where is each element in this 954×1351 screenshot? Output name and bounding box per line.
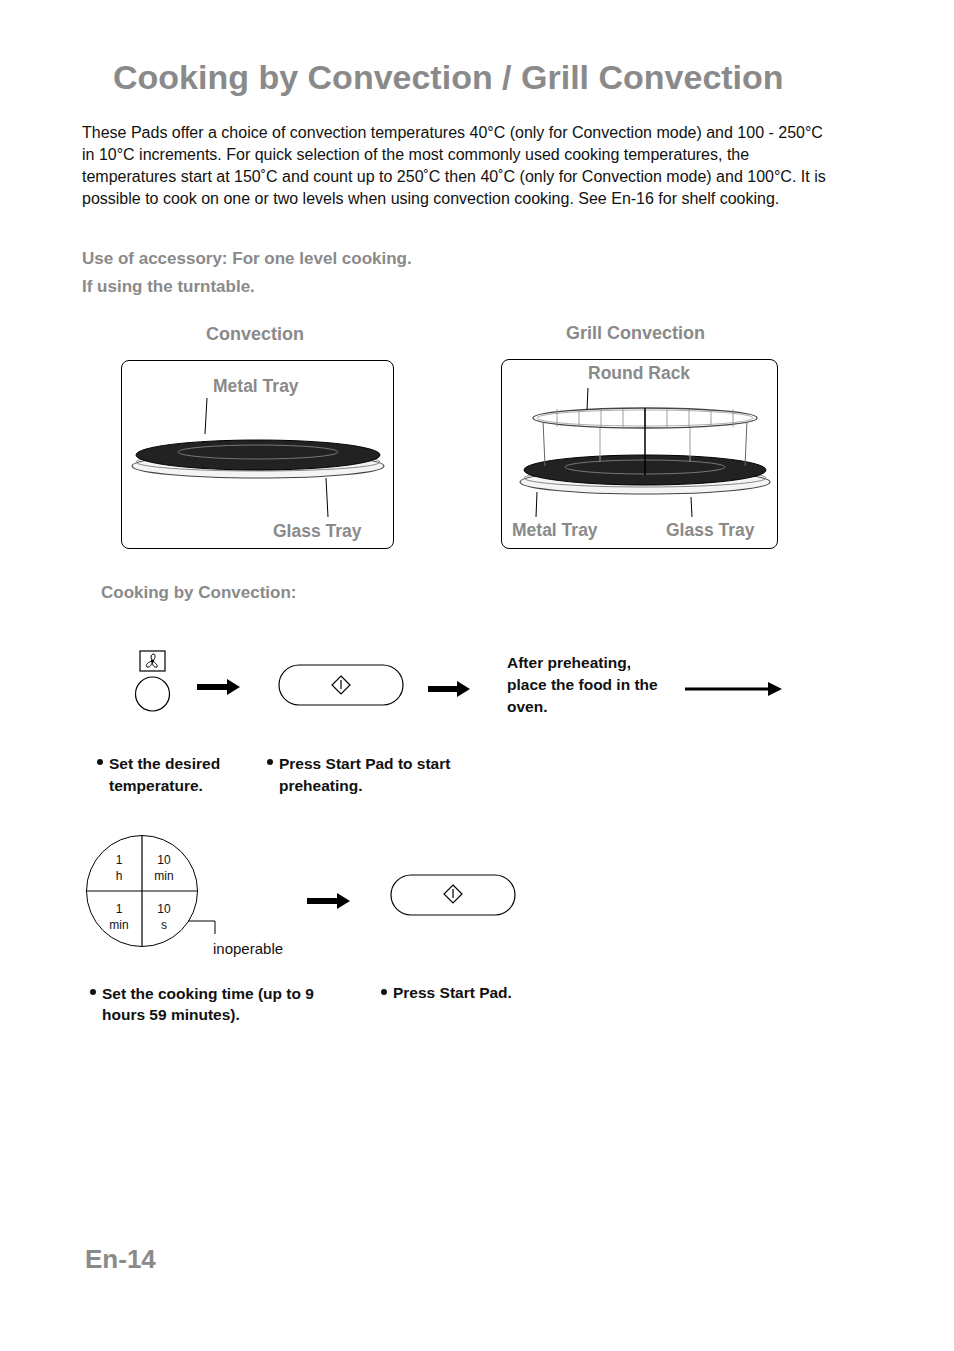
- part-name: Round Rack: [588, 362, 690, 385]
- time-dial: 1 h 10 min 1 min 10 s: [86, 835, 198, 947]
- dial-segment-label: 1 min: [109, 901, 128, 933]
- rack-bar: [711, 409, 712, 427]
- convection-pad: [136, 651, 170, 711]
- rack-bar: [557, 409, 558, 427]
- step-instruction: Press Start Pad to start preheating.: [279, 753, 454, 797]
- start-pad: [391, 875, 515, 915]
- step-instruction: Set the desired temperature.: [109, 753, 254, 797]
- panel-heading: Grill Convection: [566, 322, 705, 344]
- intro-paragraph: These Pads offer a choice of convection …: [82, 122, 834, 210]
- section-heading: Cooking by Convection:: [101, 582, 297, 604]
- callout-label: inoperable: [213, 939, 283, 959]
- dial-segment-label: 1 h: [116, 852, 123, 884]
- part-name: Glass Tray: [666, 519, 755, 542]
- section-note: Use of accessory: For one level cooking.: [82, 248, 412, 270]
- dial-segment-label: 10 min: [154, 852, 173, 884]
- rack-bar: [733, 409, 734, 427]
- panel-heading: Convection: [206, 323, 304, 345]
- step-instruction: Press Start Pad.: [393, 983, 512, 1003]
- rack-bar: [689, 409, 690, 427]
- step-note: After preheating, place the food in the …: [507, 652, 672, 718]
- step-instruction: Set the cooking time (up to 9 hours 59 m…: [102, 983, 327, 1025]
- dial-segment-label: 10 s: [157, 901, 170, 933]
- grill-convection-trays: [520, 388, 770, 517]
- section-note: If using the turntable.: [82, 276, 255, 298]
- rack-bar: [667, 409, 668, 427]
- rack-bar: [601, 409, 602, 427]
- rack-bar: [579, 409, 580, 427]
- rack-bar: [623, 409, 624, 427]
- accessory-panel: Convection: [121, 360, 394, 549]
- convection-trays: [132, 398, 384, 517]
- accessory-panel: Grill Convection: [501, 359, 778, 549]
- page-title: Cooking by Convection / Grill Convection: [113, 58, 784, 97]
- page-number: En-14: [85, 1242, 156, 1276]
- dial-dividers: [86, 835, 215, 947]
- part-name: Glass Tray: [273, 520, 362, 543]
- part-name: Metal Tray: [512, 519, 598, 542]
- start-pad: [279, 665, 403, 705]
- part-name: Metal Tray: [213, 375, 299, 398]
